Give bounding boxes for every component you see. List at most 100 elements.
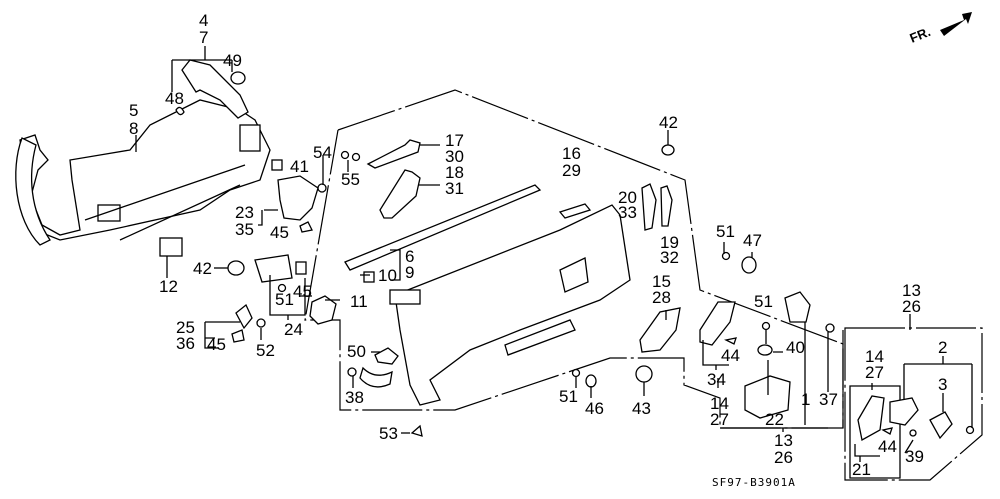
callout-32: 32 bbox=[660, 248, 679, 267]
front-label: FR. bbox=[908, 24, 933, 46]
part-rear-lining bbox=[19, 99, 271, 241]
callout-38: 38 bbox=[345, 388, 364, 407]
callout-54: 54 bbox=[313, 143, 332, 162]
bracket-box bbox=[844, 327, 983, 481]
callout-27a: 27 bbox=[710, 410, 729, 429]
callout-49: 49 bbox=[223, 51, 242, 70]
part-clip-48 bbox=[175, 106, 185, 116]
callout-44b: 44 bbox=[878, 437, 897, 456]
part-cup-holder-22 bbox=[744, 375, 791, 419]
part-nut-38 bbox=[347, 367, 357, 377]
front-direction-marker: FR. bbox=[908, 12, 972, 46]
part-weatherstrip bbox=[15, 137, 51, 246]
callout-39: 39 bbox=[905, 447, 924, 466]
part-handle-pocket-left bbox=[97, 204, 121, 222]
callout-22: 22 bbox=[765, 410, 784, 429]
group-outline bbox=[304, 89, 844, 429]
callout-5: 5 bbox=[129, 101, 138, 120]
callout-42b: 42 bbox=[193, 259, 212, 278]
callout-25: 25 bbox=[176, 318, 195, 337]
part-screw-52 bbox=[256, 318, 266, 328]
part-screw-37 bbox=[825, 323, 835, 333]
drawing-code: SF97-B3901A bbox=[712, 476, 796, 489]
callout-18: 18 bbox=[445, 163, 464, 182]
callout-2: 2 bbox=[938, 338, 947, 357]
callout-51b: 51 bbox=[275, 290, 294, 309]
callout-47: 47 bbox=[743, 231, 762, 250]
part-rear-lining-rails bbox=[84, 164, 246, 241]
callout-51c: 51 bbox=[559, 387, 578, 406]
part-screw-51d bbox=[761, 321, 771, 331]
callout-labels: 4 7 49 48 5 8 54 41 55 17 30 18 31 42 16… bbox=[129, 11, 947, 479]
part-clip-44a bbox=[724, 337, 737, 345]
part-speaker-grille-15 bbox=[639, 307, 681, 353]
part-handle-34 bbox=[699, 301, 736, 346]
part-screw-51a bbox=[721, 251, 731, 261]
callout-35: 35 bbox=[235, 220, 254, 239]
part-clip-49 bbox=[230, 71, 246, 85]
part-clip-41 bbox=[271, 159, 283, 171]
part-bracket-23 bbox=[277, 175, 319, 221]
callout-51a: 51 bbox=[716, 222, 735, 241]
part-screw-51b bbox=[277, 283, 287, 293]
callout-3: 3 bbox=[938, 375, 947, 394]
callout-12: 12 bbox=[159, 277, 178, 296]
callout-55: 55 bbox=[341, 170, 360, 189]
part-screw-55a bbox=[340, 150, 350, 160]
part-garnish-19 bbox=[660, 185, 673, 227]
leader-lines bbox=[135, 46, 973, 462]
part-door-lining bbox=[394, 204, 631, 406]
callout-28: 28 bbox=[652, 288, 671, 307]
part-screw-53 bbox=[410, 424, 423, 437]
part-inner-handle-bezel bbox=[559, 257, 589, 293]
sub-box bbox=[849, 385, 901, 479]
callout-1: 1 bbox=[801, 390, 810, 409]
part-actuator-3 bbox=[929, 411, 953, 440]
part-latch-11 bbox=[309, 295, 337, 325]
part-clip-45a bbox=[299, 221, 313, 233]
callout-52: 52 bbox=[256, 341, 275, 360]
part-cap-46 bbox=[585, 374, 597, 388]
part-armrest bbox=[504, 319, 576, 356]
part-strap-50 bbox=[359, 366, 393, 388]
callout-45c: 45 bbox=[207, 335, 226, 354]
front-arrow-icon bbox=[940, 12, 972, 36]
callout-13a: 13 bbox=[774, 431, 793, 450]
part-screw-54 bbox=[317, 183, 327, 193]
callout-43: 43 bbox=[632, 399, 651, 418]
callout-45a: 45 bbox=[270, 223, 289, 242]
callout-30: 30 bbox=[445, 147, 464, 166]
part-clip-50 bbox=[374, 347, 399, 365]
callout-36: 36 bbox=[176, 334, 195, 353]
callout-4: 4 bbox=[199, 11, 208, 30]
callout-33: 33 bbox=[618, 203, 637, 222]
callout-21: 21 bbox=[852, 460, 871, 479]
callout-50: 50 bbox=[347, 342, 366, 361]
part-pocket-18 bbox=[379, 169, 421, 219]
callout-19: 19 bbox=[660, 233, 679, 252]
callout-26a: 26 bbox=[774, 448, 793, 467]
part-handle-pocket-right bbox=[239, 124, 261, 152]
callout-6: 6 bbox=[405, 247, 414, 266]
callout-7: 7 bbox=[199, 28, 208, 47]
callout-9: 9 bbox=[405, 263, 414, 282]
part-switch-panel-16 bbox=[558, 203, 592, 219]
part-lining-pocket bbox=[389, 289, 421, 305]
part-screw-39 bbox=[909, 429, 917, 437]
callout-24: 24 bbox=[284, 320, 303, 339]
callout-10: 10 bbox=[378, 266, 397, 285]
part-molding-6 bbox=[344, 184, 542, 271]
callout-45b: 45 bbox=[293, 282, 312, 301]
part-bracket-25 bbox=[235, 303, 253, 330]
callout-29: 29 bbox=[562, 161, 581, 180]
part-pull-handle bbox=[181, 59, 249, 119]
part-screw-3 bbox=[965, 425, 975, 435]
callout-14b: 14 bbox=[865, 347, 884, 366]
part-armrest-cover-17 bbox=[366, 139, 421, 169]
part-clip-45c bbox=[231, 329, 245, 343]
callout-16: 16 bbox=[562, 144, 581, 163]
callout-17: 17 bbox=[445, 131, 464, 150]
callout-31: 31 bbox=[445, 179, 464, 198]
callout-15: 15 bbox=[652, 272, 671, 291]
part-clip-10 bbox=[363, 271, 375, 283]
